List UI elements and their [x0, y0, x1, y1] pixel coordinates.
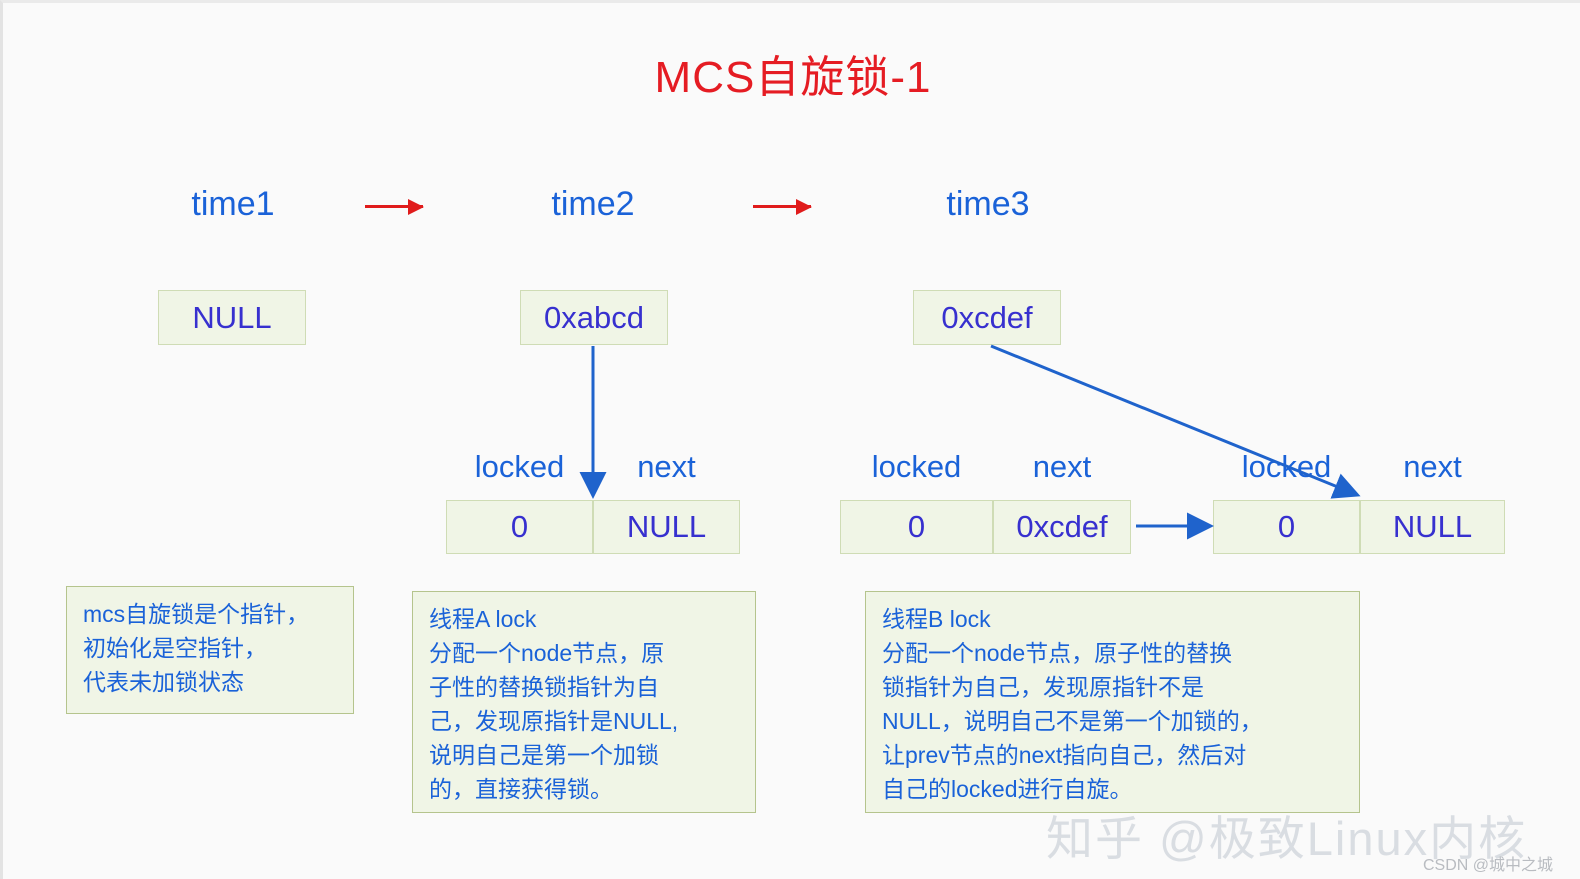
page-title: MCS自旋锁-1 [654, 53, 932, 102]
node-a-next-value: NULL [593, 500, 740, 554]
timeline-label-time3: time3 [946, 185, 1030, 223]
node-a-next-label: next [637, 449, 696, 484]
node-c-locked-label: locked [1241, 449, 1332, 484]
node-a-locked-value: 0 [446, 500, 593, 554]
lock-pointer-time3: 0xcdef [913, 290, 1061, 345]
timeline-arrow-1-icon [365, 199, 424, 215]
node-a-locked-label: locked [474, 449, 565, 484]
node-c-next-value: NULL [1360, 500, 1505, 554]
node-c-next-label: next [1403, 449, 1462, 484]
timeline-label-time2: time2 [551, 185, 635, 223]
node-c-locked-value: 0 [1213, 500, 1360, 554]
note-time2: 线程A lock 分配一个node节点，原 子性的替换锁指针为自 己，发现原指针… [412, 591, 756, 813]
node-b-next-value: 0xcdef [993, 500, 1131, 554]
zhihu-watermark: 知乎 @极致Linux内核 [1046, 812, 1528, 865]
timeline-label-time1: time1 [191, 185, 275, 223]
csdn-watermark: CSDN @城中之城 [1423, 857, 1554, 874]
lock-pointer-time2: 0xabcd [520, 290, 668, 345]
node-b-locked-label: locked [871, 449, 962, 484]
node-b-locked-value: 0 [840, 500, 993, 554]
lock-pointer-time1: NULL [158, 290, 306, 345]
node-b-next-label: next [1032, 449, 1092, 484]
note-time1: mcs自旋锁是个指针， 初始化是空指针， 代表未加锁状态 [66, 586, 354, 714]
timeline-arrow-2-icon [753, 199, 812, 215]
note-time3: 线程B lock 分配一个node节点，原子性的替换 锁指针为自己，发现原指针不… [865, 591, 1360, 813]
